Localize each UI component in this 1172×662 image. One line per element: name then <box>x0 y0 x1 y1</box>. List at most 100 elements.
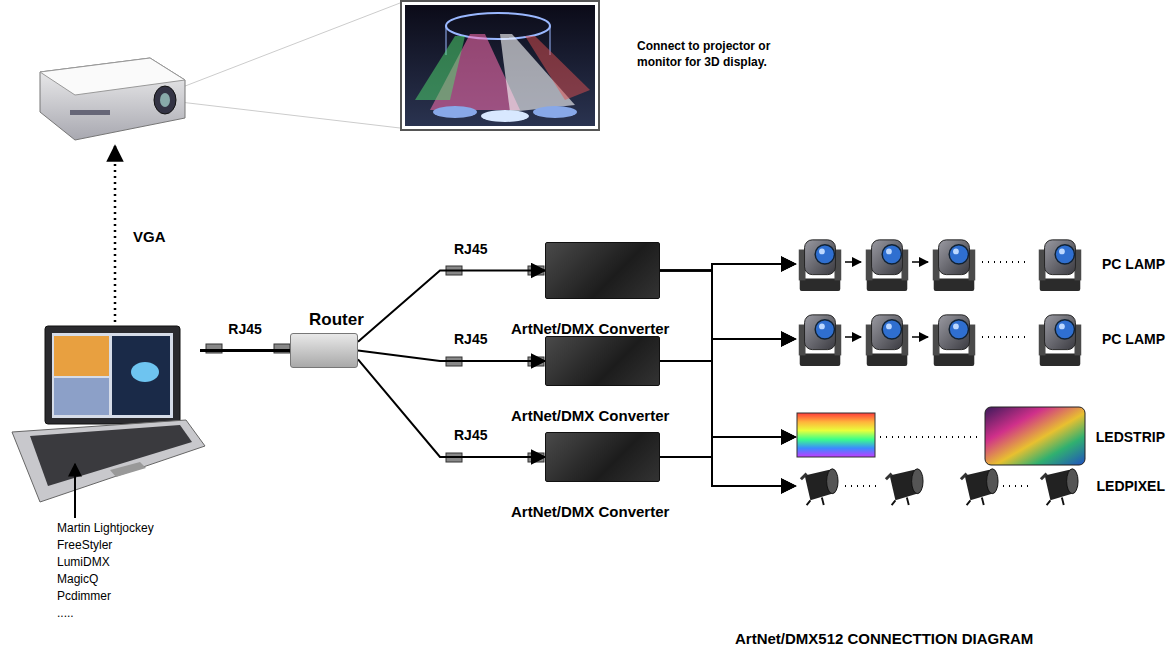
software-name: MagicQ <box>57 571 154 588</box>
cable-label: RJ45 <box>452 427 489 443</box>
connector <box>660 457 795 486</box>
led-pixel-par-cans <box>845 485 878 487</box>
router-box: Router <box>290 333 358 368</box>
projector <box>154 86 176 114</box>
fixture-label: LEDPIXEL <box>1097 478 1165 494</box>
converter-label: ArtNet/DMX Converter <box>511 503 669 520</box>
led-strip <box>797 413 875 457</box>
fixture-label: PC LAMP <box>1102 256 1165 272</box>
moving-head-lamps <box>982 261 1030 263</box>
led-strip <box>797 407 1085 465</box>
moving-head-lamps <box>982 336 1030 338</box>
laptop <box>110 462 146 477</box>
laptop <box>112 336 170 415</box>
router-label: Router <box>309 310 364 330</box>
laptop <box>12 420 205 502</box>
software-name: FreeStyler <box>57 537 154 554</box>
rj45-cable <box>206 266 544 462</box>
screen-3d-display <box>401 1 599 130</box>
converter-box: ArtNet/DMX Converter <box>545 242 660 299</box>
moving-head-lamps <box>1039 315 1081 366</box>
led-pixel-par-cans <box>886 469 923 505</box>
laptop <box>54 336 109 376</box>
projector <box>70 110 110 115</box>
connector <box>660 271 795 438</box>
laptop <box>131 362 159 382</box>
connector <box>660 361 795 486</box>
software-name: ..... <box>57 605 154 622</box>
signal-label: VGA <box>133 228 193 246</box>
vga-dotted-arrow <box>114 146 117 322</box>
moving-head-lamps <box>1039 240 1081 291</box>
vga-dotted-arrow <box>115 146 116 322</box>
connector <box>660 264 795 361</box>
converter-box: ArtNet/DMX Converter <box>545 432 660 482</box>
screen-3d-display <box>415 36 465 100</box>
converter-label: ArtNet/DMX Converter <box>511 407 669 424</box>
diagram-caption: ArtNet/DMX512 CONNECTTION DIAGRAM <box>735 630 1033 647</box>
screen-3d-display <box>525 36 590 100</box>
screen-3d-display <box>433 106 477 118</box>
laptop <box>45 326 180 424</box>
moving-head-lamps <box>866 315 908 366</box>
moving-head-lamps <box>912 261 928 263</box>
led-pixel-par-cans <box>1041 469 1078 505</box>
connector <box>660 339 795 457</box>
projector <box>40 3 400 140</box>
projector <box>180 3 400 88</box>
connector <box>660 339 795 361</box>
screen-3d-display <box>533 106 577 118</box>
rj45-cable <box>200 349 290 352</box>
connector <box>660 361 795 437</box>
connector <box>358 351 545 362</box>
fixture-row: LEDSTRIP <box>795 410 1165 464</box>
connector <box>660 264 795 457</box>
led-pixel-par-cans <box>801 469 1078 505</box>
projector <box>40 58 185 140</box>
fixture-row: LEDPIXEL <box>795 466 1165 506</box>
screen-3d-display <box>405 5 595 126</box>
moving-head-lamps <box>933 315 975 366</box>
laptop <box>74 464 76 518</box>
projector <box>160 93 170 107</box>
software-name: LumiDMX <box>57 554 154 571</box>
screen-3d-display <box>446 13 550 39</box>
converter-box: ArtNet/DMX Converter <box>545 336 660 386</box>
moving-head-lamps <box>845 336 861 338</box>
software-name: Pcdimmer <box>57 588 154 605</box>
laptop-node: Martin LightjockeyFreeStylerLumiDMXMagic… <box>15 325 200 500</box>
cable-label: RJ45 <box>452 331 489 347</box>
software-list: Martin LightjockeyFreeStylerLumiDMXMagic… <box>57 520 154 622</box>
laptop <box>54 378 109 415</box>
moving-head-lamps <box>912 336 928 338</box>
screen-3d-display <box>401 1 599 130</box>
moving-head-lamps <box>845 261 861 263</box>
laptop <box>30 425 192 486</box>
laptop <box>52 333 173 418</box>
connector <box>660 271 795 340</box>
display-note: Connect to projector or monitor for 3D d… <box>637 38 802 70</box>
led-strip <box>985 407 1085 465</box>
led-strip <box>880 436 980 438</box>
fixture-row: PC LAMP <box>795 236 1165 292</box>
fixture-row: PC LAMP <box>795 311 1165 367</box>
converter-label: ArtNet/DMX Converter <box>511 320 669 337</box>
fixture-label: PC LAMP <box>1102 331 1165 347</box>
cable-label: RJ45 <box>452 241 489 257</box>
connector <box>660 271 795 487</box>
led-pixel-par-cans <box>961 469 998 505</box>
moving-head-lamps <box>933 240 975 291</box>
moving-head-lamps <box>799 240 841 291</box>
projector <box>180 102 400 128</box>
moving-head-lamps <box>799 240 1081 366</box>
led-pixel-par-cans <box>1003 485 1033 487</box>
software-name: Martin Lightjockey <box>57 520 154 537</box>
cable-label: RJ45 <box>226 321 263 337</box>
fixture-label: LEDSTRIP <box>1096 429 1165 445</box>
moving-head-lamps <box>799 315 841 366</box>
screen-3d-display <box>481 110 529 122</box>
connector <box>660 437 795 457</box>
moving-head-lamps <box>866 240 908 291</box>
